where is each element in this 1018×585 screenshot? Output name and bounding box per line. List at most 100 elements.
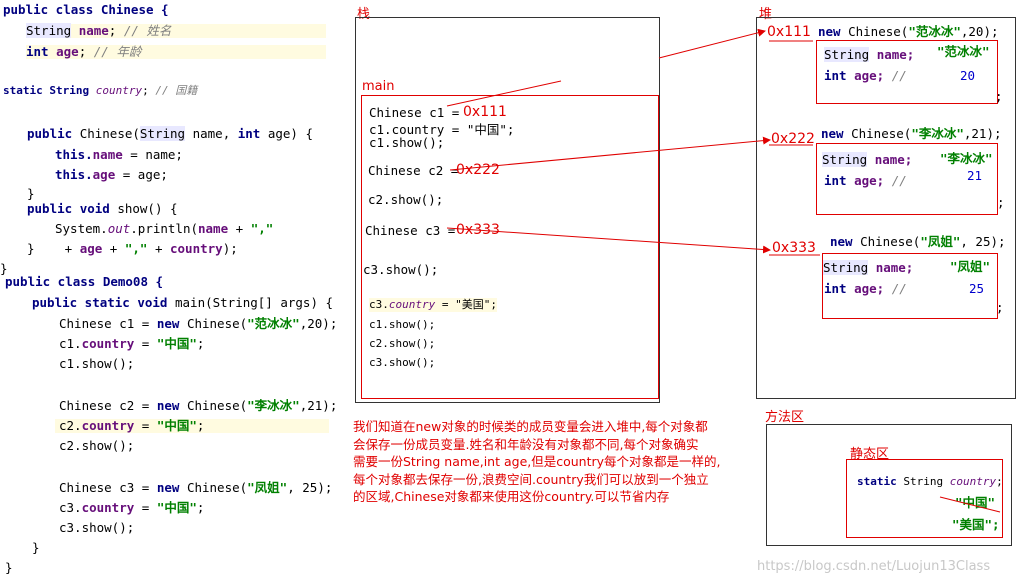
- c1-country-line: c1.country = "中国";: [59, 337, 204, 351]
- ctor-param-name: name,: [185, 126, 231, 141]
- comment-mark: //: [891, 281, 907, 296]
- heap-obj3-age-row: int age; //: [824, 282, 907, 296]
- c2-show-line: c2.show();: [59, 438, 135, 453]
- int-type: int: [824, 173, 847, 188]
- demo-close-brace: }: [5, 560, 13, 575]
- c3-age-num: , 25);: [287, 480, 333, 495]
- country-field: country: [81, 418, 135, 433]
- ctor-call: Chinese(: [179, 398, 248, 413]
- c1-ref: c1.: [59, 336, 82, 351]
- ctor-call: Chinese(: [843, 126, 912, 141]
- comment-mark: //: [891, 68, 907, 83]
- semicolon: ;: [196, 500, 205, 515]
- c1-pointer-stub: [446, 80, 562, 107]
- ctor-call: Chinese(: [840, 24, 909, 39]
- ctor-sig-line: public Chinese(String name, int age) {: [27, 126, 314, 141]
- static-decl: static String: [3, 84, 90, 97]
- new-kw: new: [830, 234, 853, 249]
- heap-obj2-age-value: 21: [967, 168, 983, 183]
- stack-c2-show: c2.show();: [368, 192, 444, 207]
- semicolon: ;: [196, 336, 205, 351]
- static-field-line: static String country; // 国籍: [3, 84, 198, 97]
- new-kw: new: [821, 126, 844, 141]
- main-close-brace: }: [32, 540, 40, 555]
- name-field: name;: [874, 152, 913, 167]
- main-signature: main(String[] args) {: [167, 295, 334, 310]
- c1-arrow: [658, 28, 766, 59]
- println-end: );: [222, 241, 238, 256]
- watermark: https://blog.csdn.net/Luojun13Class: [757, 559, 991, 574]
- static-field: country: [95, 84, 143, 97]
- ctor-string-type: String: [139, 126, 186, 141]
- main-frame-label: main: [362, 79, 395, 94]
- new-kw: new: [156, 398, 180, 413]
- heap-obj1-header: new Chinese("范冰冰",20);: [818, 25, 999, 39]
- country-field: country: [388, 298, 436, 311]
- c3-arrow: [446, 227, 771, 254]
- main-sig-line: public static void main(String[] args) {: [32, 296, 333, 310]
- heap-obj1-box: [816, 40, 998, 104]
- stack-c3-country-line: c3.country = "美国";: [369, 298, 497, 312]
- old-china-value: "中国": [955, 495, 996, 510]
- heap-obj2-header: new Chinese("李冰冰",21);: [821, 127, 1002, 141]
- string-type: String: [824, 47, 870, 62]
- china-str: "中国": [156, 336, 197, 351]
- ctor-call: Chinese(: [852, 234, 921, 249]
- field-age-type: int: [26, 44, 49, 59]
- obj3-age-num: , 25);: [960, 234, 1006, 249]
- heap-obj1-age-value: 20: [960, 68, 976, 83]
- heap-obj2-box: [816, 143, 998, 215]
- assign-age: = age;: [115, 167, 168, 182]
- heap-obj3-box: [822, 253, 998, 319]
- c3-ref: c3.: [369, 298, 389, 311]
- heap-obj1-semi: ;: [995, 89, 1003, 104]
- ctor-name: Chinese(: [79, 126, 140, 141]
- heap-obj1-name-value: "范冰冰": [937, 44, 990, 59]
- china-str: "中国": [156, 418, 197, 433]
- heap-obj2-semi: ;: [997, 195, 1005, 210]
- system-class: System.: [55, 221, 108, 236]
- name-field: name;: [875, 260, 914, 275]
- heap-obj3-addr: 0x333: [772, 240, 816, 256]
- heap-obj3-semi: ;: [996, 300, 1004, 315]
- ctor-body2-line: this.age = age;: [55, 168, 168, 182]
- country-field: country: [81, 500, 135, 515]
- string-type: String: [896, 475, 944, 488]
- obj2-name-str: "李冰冰": [911, 126, 964, 141]
- heap-obj2-addr: 0x222: [771, 131, 815, 147]
- int-type: int: [824, 68, 847, 83]
- println-call: .println(: [130, 221, 198, 236]
- country-field: country: [81, 336, 135, 351]
- usa-assign: = "美国";: [435, 298, 497, 311]
- c1-age-num: ,20);: [299, 316, 338, 331]
- c1-show-line: c1.show();: [59, 356, 135, 371]
- obj1-age-num: ,20);: [960, 24, 999, 39]
- heap-obj1-name-row: String name;: [824, 47, 914, 62]
- println-name-arg: name: [198, 221, 229, 236]
- new-kw: new: [156, 316, 180, 331]
- field-name-type: String: [26, 23, 72, 38]
- stack-c1-decl: Chinese c1 =: [369, 105, 460, 120]
- show-name: show() {: [109, 201, 178, 216]
- this-kw: this.: [55, 147, 93, 162]
- stack-show-2: c2.show();: [369, 337, 436, 350]
- c1-decl-line: Chinese c1 = new Chinese("范冰冰",20);: [59, 317, 337, 331]
- new-kw: new: [818, 24, 841, 39]
- field-name: name: [78, 23, 109, 38]
- strike-old-value: [939, 496, 1001, 513]
- obj3-name-str: "凤姐": [920, 234, 961, 249]
- stack-c3-show: c3.show();: [363, 262, 439, 277]
- this-name-field: name: [92, 147, 123, 162]
- show-void: void: [79, 201, 110, 216]
- static-country-line: static String country;: [857, 475, 1003, 489]
- static-area-title: 静态区: [850, 447, 890, 462]
- println-line1: System.out.println(name + ",": [55, 222, 273, 236]
- comma-string: ",": [124, 241, 148, 256]
- main-frame-box: [361, 95, 659, 399]
- ctor-call: Chinese(: [179, 316, 248, 331]
- ctor-param-age: age) {: [260, 126, 314, 141]
- println-line2: } + age + "," + country);: [27, 241, 238, 256]
- class-close-brace: }: [0, 261, 8, 276]
- heap-box: [756, 17, 1016, 399]
- static-comment: // 国籍: [155, 84, 198, 97]
